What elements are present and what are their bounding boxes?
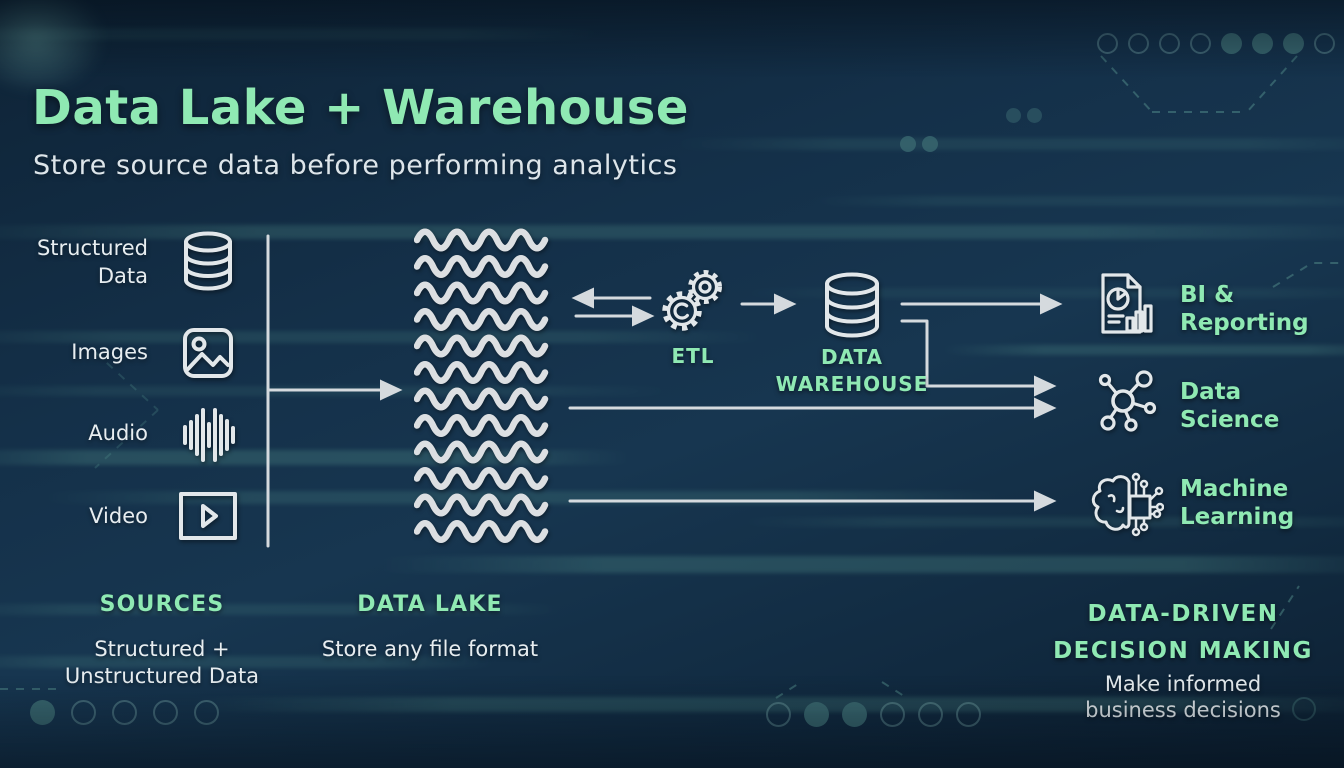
warehouse-label: DATA WAREHOUSE xyxy=(775,345,929,396)
page-subtitle: Store source data before performing anal… xyxy=(33,150,678,181)
sources-caption-sub: Structured + Unstructured Data xyxy=(64,637,260,688)
decision-caption-sub: Make informed business decisions xyxy=(1085,672,1281,722)
output-label-machine-learning: Machine Learning xyxy=(1180,476,1295,530)
video-play-icon xyxy=(177,490,239,542)
sources-caption-title: SOURCES xyxy=(99,592,225,617)
data-lake-caption-title: DATA LAKE xyxy=(357,592,503,617)
network-nodes-icon xyxy=(1094,368,1164,438)
output-label-bi-reporting: BI & Reporting xyxy=(1180,282,1309,336)
water-waves-icon xyxy=(414,226,554,546)
decision-caption-title: DATA-DRIVEN DECISION MAKING xyxy=(1053,601,1313,664)
source-label-structured-data: Structured Data xyxy=(36,236,148,288)
etl-label: ETL xyxy=(671,344,715,368)
database-icon xyxy=(176,229,240,293)
source-label-audio: Audio xyxy=(88,421,148,445)
report-chart-icon xyxy=(1090,268,1162,340)
data-lake-caption-sub: Store any file format xyxy=(321,637,539,661)
database-cylinder-icon xyxy=(818,270,886,338)
audio-waveform-icon xyxy=(178,405,238,465)
output-label-data-science: Data Science xyxy=(1180,379,1280,433)
source-label-video: Video xyxy=(89,504,148,528)
source-label-images: Images xyxy=(71,340,148,364)
image-icon xyxy=(179,324,237,382)
gears-icon xyxy=(658,266,728,336)
page-title: Data Lake + Warehouse xyxy=(32,80,689,136)
brain-chip-icon xyxy=(1088,466,1164,542)
